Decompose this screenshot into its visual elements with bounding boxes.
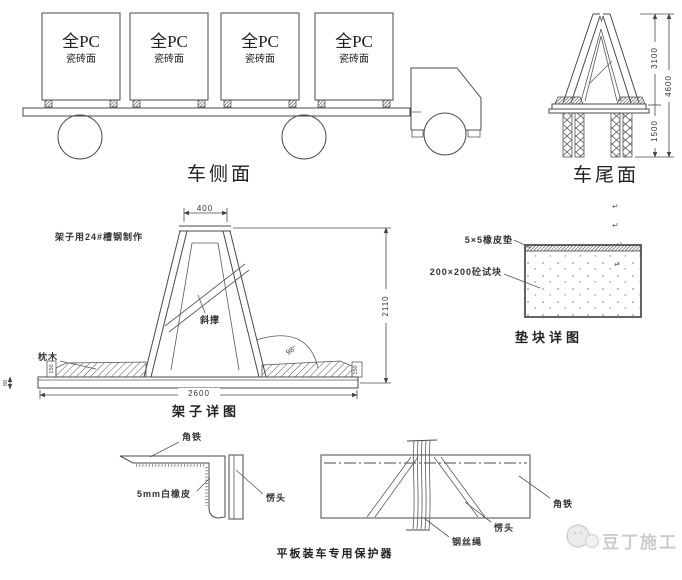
- panel-clamp: [223, 99, 232, 108]
- brace-leader: [197, 294, 206, 314]
- block-leader: [503, 273, 541, 289]
- frame-detail: 架子用24#槽钢制作 400 斜撑 98° 枕木 150 150: [3, 204, 391, 419]
- edge-leader: [464, 501, 492, 523]
- frame-detail-caption: 架子详图: [171, 404, 240, 419]
- support-post: [610, 112, 621, 158]
- protector-left: 角铁 5mm白橡皮 愣头: [119, 431, 286, 520]
- doudin-logo: [566, 524, 600, 549]
- edge-bar: [228, 454, 244, 520]
- dim-bottom-width: 2600: [188, 389, 210, 398]
- protector-caption: 平板装车专用保护器: [277, 546, 394, 560]
- concrete-block-label: 200×200砼试块: [430, 266, 502, 277]
- panel-label-line2: 瓷砖面: [339, 52, 369, 65]
- pc-panel-1: 全PC 瓷砖面: [41, 12, 121, 108]
- panel-label-line1: 全PC: [241, 32, 279, 51]
- panel-clamp: [288, 99, 297, 108]
- pad-block-detail: 5×5橡皮垫 200×200砼试块 ↵ ↵ ↵ ↵ 垫块详图: [430, 202, 642, 345]
- return-mark: ↵: [614, 260, 621, 269]
- dim-top-width: 400: [197, 204, 213, 213]
- sleeper-end-dim: 150: [353, 365, 359, 374]
- base-pad: [554, 96, 584, 105]
- rear-brace: [588, 60, 613, 85]
- sleeper-end-dim: 150: [49, 364, 55, 373]
- panel-clamp: [317, 99, 326, 108]
- return-mark: ↵: [616, 240, 623, 249]
- rubber-pad-strip: [524, 244, 642, 252]
- platform: [551, 103, 647, 110]
- dim-lower: 1500: [650, 120, 659, 142]
- panel-clamp: [197, 99, 206, 108]
- panel-clamp: [382, 99, 391, 108]
- dim-upper: 3100: [650, 47, 659, 69]
- return-mark: ↵: [612, 202, 619, 211]
- edge-label: 愣头: [494, 522, 514, 533]
- rear-view-caption: 车尾面: [573, 164, 639, 186]
- rubber-label: 5mm白橡皮: [137, 488, 191, 499]
- wire-rope-leader: [423, 517, 450, 538]
- base-plate: [37, 376, 359, 389]
- sleeper-label: 枕木: [38, 351, 58, 362]
- angle-iron-shape: [119, 455, 226, 519]
- panel-clamp: [132, 99, 141, 108]
- panel-clamp: [44, 99, 53, 108]
- rear-dimensions: 3100 1500 4600: [635, 13, 674, 158]
- diagonal-brace: [164, 263, 246, 327]
- angle-iron-leader: [518, 475, 551, 499]
- pad-detail-caption: 垫块详图: [515, 330, 583, 345]
- angle-iron-label: 角铁: [182, 431, 202, 442]
- dim-height: 2110: [381, 295, 390, 316]
- angle-iron-leader: [149, 441, 180, 458]
- panel-clamp: [109, 99, 118, 108]
- watermark: 豆丁施工: [566, 524, 678, 552]
- dim-total: 4600: [664, 75, 673, 97]
- panel-label-line1: 全PC: [62, 32, 100, 51]
- concrete-block: [525, 251, 641, 317]
- support-post: [574, 112, 585, 158]
- pc-panel-2: 全PC 瓷砖面: [129, 12, 209, 108]
- side-view-caption: 车侧面: [187, 163, 253, 185]
- truck-side-view: 全PC 瓷砖面 全PC 瓷砖面 全PC 瓷砖面 全PC 瓷砖面 车侧面: [22, 12, 482, 185]
- angle-value: 98°: [285, 344, 298, 357]
- panel-label-line1: 全PC: [150, 32, 188, 51]
- panel-label-line2: 瓷砖面: [66, 52, 96, 65]
- support-post: [622, 112, 633, 158]
- panel-label-line2: 瓷砖面: [245, 52, 275, 65]
- edge-label: 愣头: [266, 492, 286, 503]
- support-post: [562, 112, 573, 158]
- frame-note: 架子用24#槽钢制作: [54, 231, 143, 242]
- brace-label: 斜撑: [199, 314, 220, 325]
- truck-wheel: [281, 114, 327, 160]
- rubber-pad-label: 5×5橡皮垫: [465, 234, 513, 245]
- pc-panel-4: 全PC 瓷砖面: [314, 12, 394, 108]
- panel-label-line1: 全PC: [335, 32, 373, 51]
- rubber-leader: [513, 239, 532, 249]
- wire-ropes: [406, 439, 438, 531]
- return-mark: ↵: [612, 221, 619, 230]
- angle-iron-label: 角铁: [553, 498, 573, 509]
- truck-wheel: [57, 114, 103, 160]
- sleeper-left: [55, 361, 147, 378]
- panel-label-line2: 瓷砖面: [154, 52, 184, 65]
- plate-thickness-dim: 80: [3, 380, 9, 386]
- sleeper-right: [261, 360, 353, 378]
- angle-arc: [255, 335, 319, 369]
- watermark-text: 豆丁施工: [602, 532, 678, 552]
- base-pad: [616, 96, 646, 105]
- wire-rope-label: 钢丝绳: [452, 536, 482, 547]
- pc-panel-3: 全PC 瓷砖面: [220, 12, 300, 108]
- truck-cab-wheel: [423, 112, 467, 156]
- rubber-leader: [196, 477, 211, 492]
- apex-notch: [599, 15, 604, 23]
- truck-cab: [410, 67, 482, 130]
- inner-frame: [580, 28, 622, 102]
- truck-rear-view: 3100 1500 4600 车尾面: [548, 13, 674, 186]
- edge-leader: [235, 469, 264, 495]
- protector-right: 钢丝绳 愣头 角铁: [320, 439, 573, 547]
